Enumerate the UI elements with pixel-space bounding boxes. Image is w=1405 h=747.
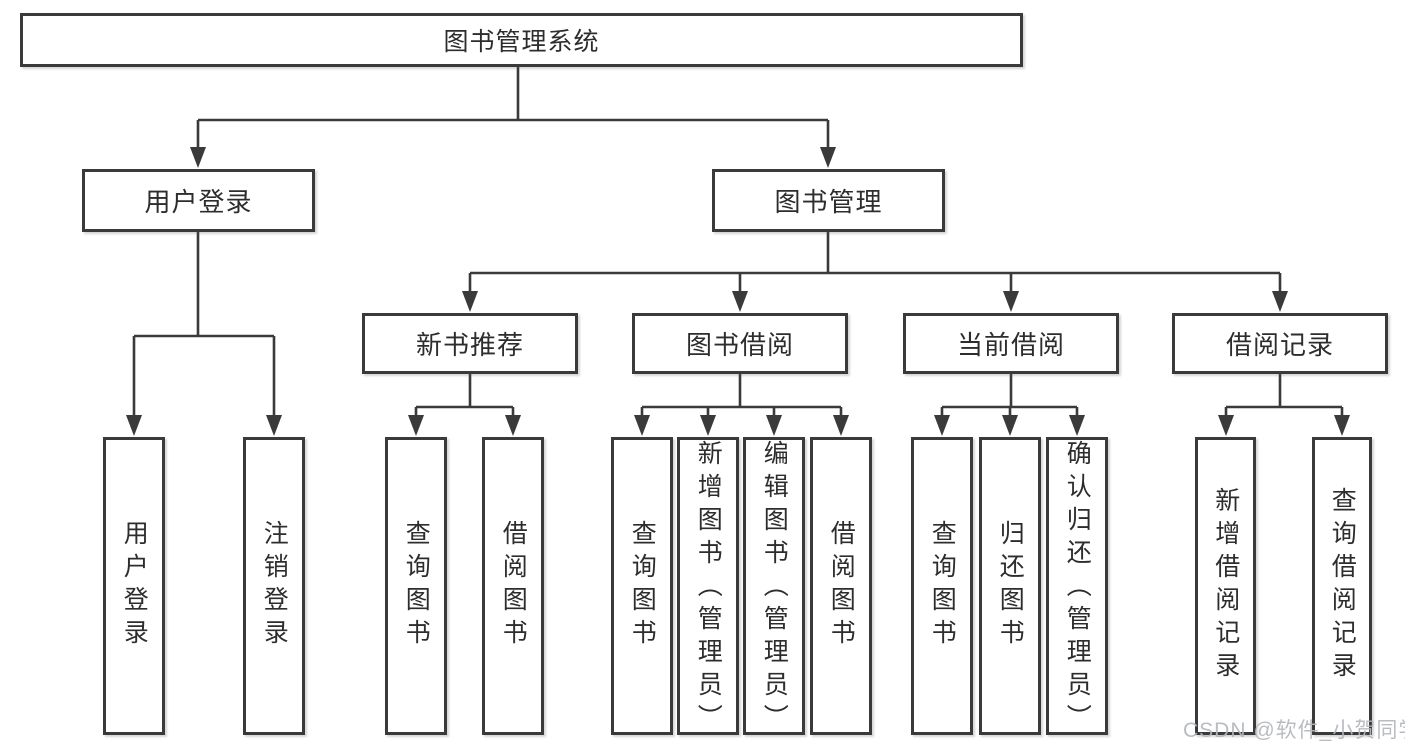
node-label: 图书管理 [774,187,883,217]
leaf-label: 新增图书（管理员） [694,440,723,737]
leaf-borrow-books-borrow: 借阅图书 [810,437,872,735]
node-label: 图书管理系统 [443,28,600,56]
leaf-add-borrow-record: 新增借阅记录 [1195,437,1256,735]
arrowhead-down-icon [820,147,836,168]
arrowhead-down-icon [1069,415,1085,436]
leaf-logout-login: 注销登录 [243,437,305,735]
leaf-label: 确认归还（管理员） [1063,440,1092,737]
arrowhead-down-icon [634,415,650,436]
arrowhead-down-icon [1272,291,1288,312]
node-current-borrowing: 当前借阅 [903,313,1119,374]
leaf-label: 查询图书 [928,520,957,652]
leaf-confirm-return-admin: 确认归还（管理员） [1046,437,1108,737]
leaf-label: 查询图书 [628,520,657,652]
leaf-label: 借阅图书 [827,520,856,652]
leaf-label: 借阅图书 [499,520,528,652]
node-book-borrowing: 图书借阅 [632,313,848,374]
node-borrowing-records: 借阅记录 [1172,313,1388,374]
leaf-query-books-recommend: 查询图书 [385,437,447,735]
arrowhead-down-icon [266,415,282,436]
leaf-query-books-current: 查询图书 [911,437,973,735]
leaf-return-books: 归还图书 [979,437,1041,735]
leaf-label: 注销登录 [260,520,289,652]
arrowhead-down-icon [833,415,849,436]
connector-userlogin-to-leaves [126,232,282,436]
arrowhead-down-icon [934,415,950,436]
arrowhead-down-icon [126,415,142,436]
connector-bookmgmt-to-level3 [462,232,1288,312]
connector-newbooks-to-leaves [408,374,521,436]
arrowhead-down-icon [1334,415,1350,436]
connector-root-to-level2 [190,67,836,168]
node-label: 借阅记录 [1225,330,1334,360]
leaf-borrow-books-recommend: 借阅图书 [482,437,544,735]
arrowhead-down-icon [732,291,748,312]
node-label: 图书借阅 [685,330,794,360]
arrowhead-down-icon [190,147,206,168]
leaf-user-login: 用户登录 [103,437,165,735]
node-user-login: 用户登录 [82,169,315,232]
arrowhead-down-icon [462,291,478,312]
connector-currentborrow-to-leaves [934,374,1085,436]
leaf-label: 编辑图书（管理员） [760,440,789,737]
arrowhead-down-icon [505,415,521,436]
leaf-add-books-admin: 新增图书（管理员） [677,437,739,737]
arrowhead-down-icon [1218,415,1234,436]
arrowhead-down-icon [408,415,424,436]
leaf-query-books-borrow: 查询图书 [611,437,673,735]
node-new-book-recommendation: 新书推荐 [362,313,578,374]
leaf-label: 用户登录 [120,520,149,652]
node-label: 用户登录 [144,187,253,217]
connector-bookborrow-to-leaves [634,374,849,436]
watermark-csdn: CSDN @软件_小贺同学 [1183,719,1405,742]
leaf-label: 查询借阅记录 [1328,487,1357,685]
arrowhead-down-icon [766,415,782,436]
leaf-query-borrow-record: 查询借阅记录 [1312,437,1372,735]
leaf-label: 归还图书 [996,520,1025,652]
node-book-management: 图书管理 [712,169,945,232]
arrowhead-down-icon [1003,291,1019,312]
arrowhead-down-icon [700,415,716,436]
node-label: 当前借阅 [956,330,1065,360]
node-label: 新书推荐 [415,330,524,360]
leaf-label: 查询图书 [402,520,431,652]
arrowhead-down-icon [1002,415,1018,436]
node-library-management-system: 图书管理系统 [20,13,1023,67]
connector-records-to-leaves [1218,374,1350,436]
leaf-label: 新增借阅记录 [1211,487,1240,685]
leaf-edit-books-admin: 编辑图书（管理员） [743,437,805,737]
